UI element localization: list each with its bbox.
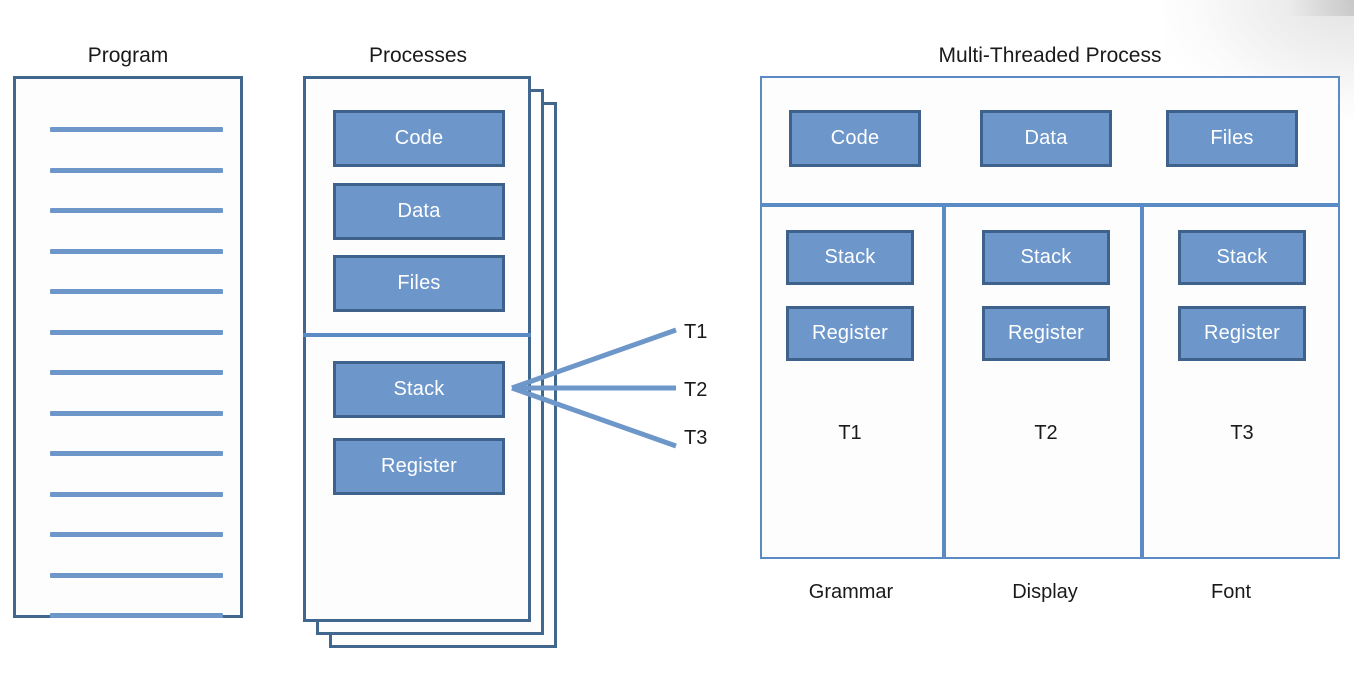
- thread-label-t3: T3: [684, 427, 708, 449]
- program-code-line: [50, 289, 223, 294]
- program-code-line: [50, 167, 223, 173]
- thread1-caption: Grammar: [808, 581, 894, 603]
- program-code-line: [50, 491, 223, 497]
- thread-label-t2: T2: [684, 379, 708, 401]
- thread2-box-stack: Stack: [982, 230, 1110, 285]
- program-code-line: [50, 248, 223, 254]
- shared-box-files: Files: [1166, 110, 1298, 167]
- multithreaded-column-divider-1: [942, 205, 946, 559]
- program-code-line: [50, 451, 223, 456]
- thread1-label: T1: [838, 422, 862, 444]
- thread-label-t1: T1: [684, 321, 708, 343]
- thread3-caption: Font: [1210, 581, 1252, 603]
- program-title: Program: [87, 44, 169, 67]
- multithreaded-column-divider-2: [1140, 205, 1144, 559]
- program-code-line: [50, 329, 223, 335]
- thread3-box-stack: Stack: [1178, 230, 1306, 285]
- program-code-line: [50, 410, 223, 416]
- processes-title: Processes: [368, 44, 468, 67]
- program-code-line: [50, 127, 223, 132]
- multithreaded-shared-divider: [760, 203, 1340, 207]
- thread3-box-register: Register: [1178, 306, 1306, 361]
- shared-box-data: Data: [980, 110, 1112, 167]
- process-box-data: Data: [333, 183, 505, 240]
- thread3-label: T3: [1230, 422, 1254, 444]
- program-code-line: [50, 532, 223, 537]
- program-code-line: [50, 370, 223, 375]
- program-code-line: [50, 572, 223, 578]
- program-box: [13, 76, 243, 618]
- thread1-box-register: Register: [786, 306, 914, 361]
- program-code-line: [50, 613, 223, 618]
- shared-box-code: Code: [789, 110, 921, 167]
- thread2-label: T2: [1034, 422, 1058, 444]
- process-box-files: Files: [333, 255, 505, 312]
- process-inner-divider: [303, 333, 531, 337]
- process-box-code: Code: [333, 110, 505, 167]
- multithreaded-title: Multi-Threaded Process: [938, 44, 1162, 67]
- thread2-box-register: Register: [982, 306, 1110, 361]
- process-box-stack: Stack: [333, 361, 505, 418]
- program-code-line: [50, 208, 223, 213]
- thread2-caption: Display: [1012, 581, 1078, 603]
- process-sheet-front: [303, 76, 531, 622]
- process-box-register: Register: [333, 438, 505, 495]
- thread1-box-stack: Stack: [786, 230, 914, 285]
